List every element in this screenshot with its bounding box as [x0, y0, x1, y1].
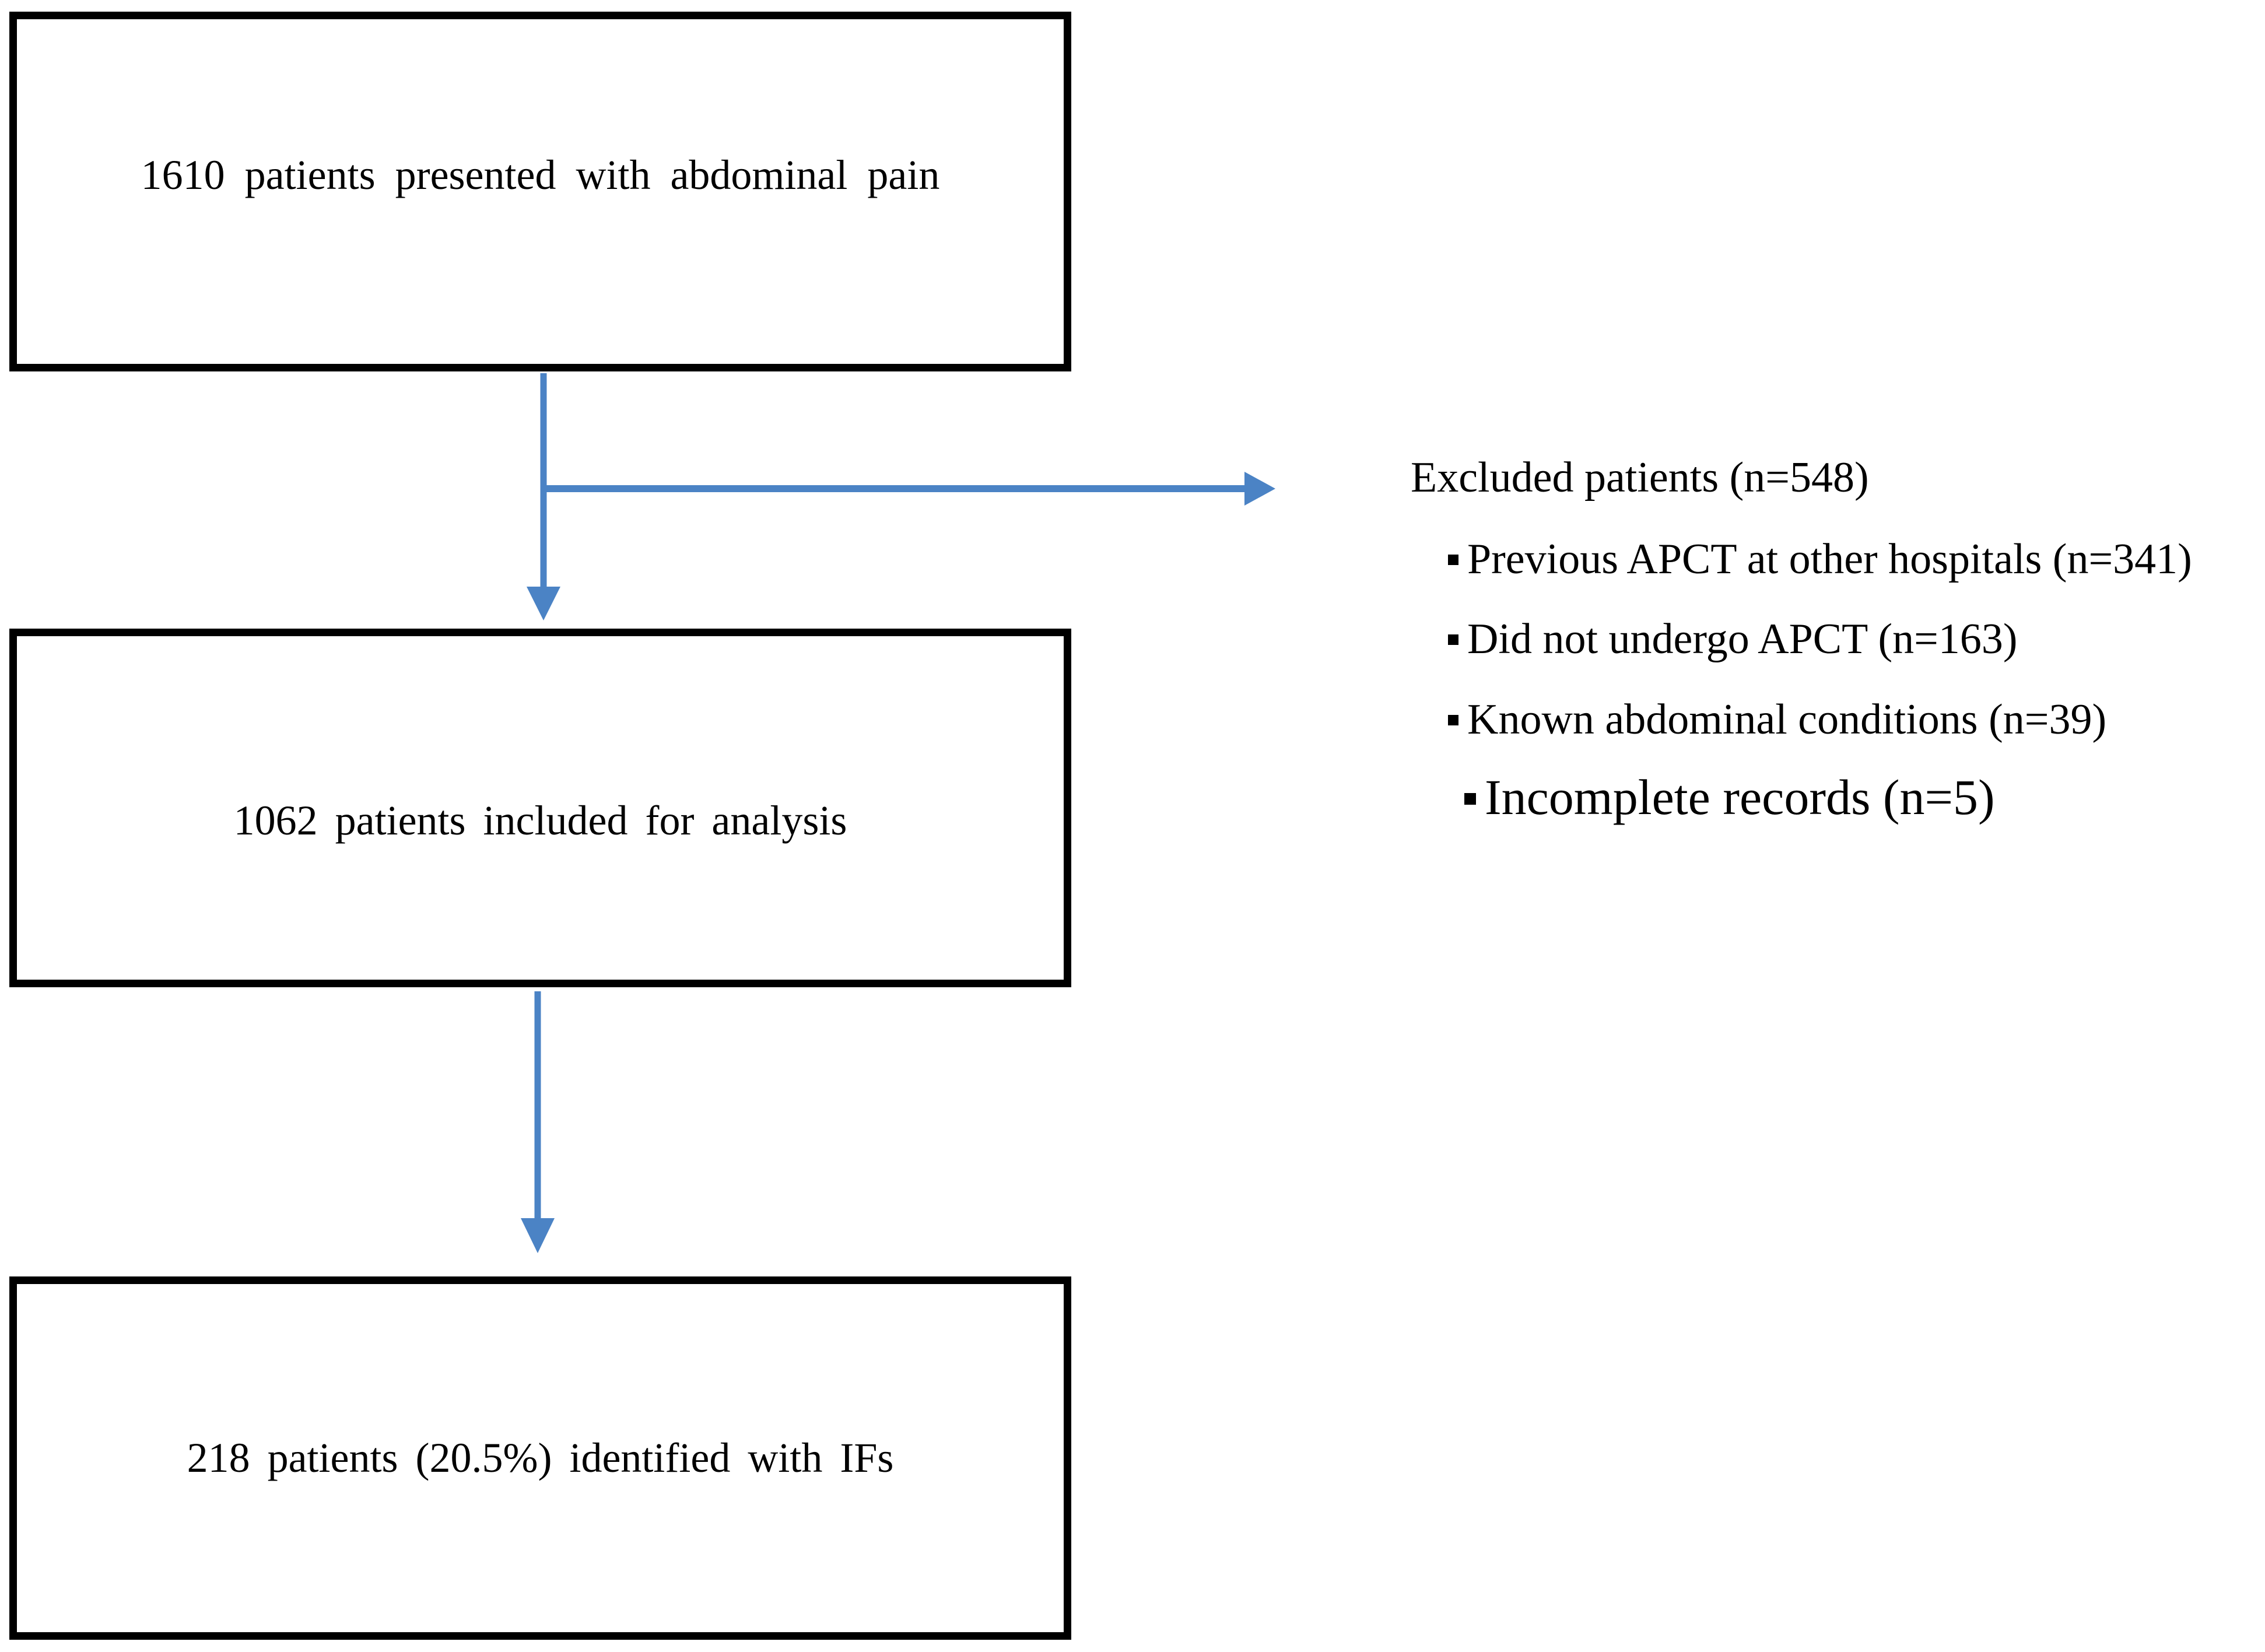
excluded-item: Known abdominal conditions (n=39) — [1411, 694, 2106, 746]
excluded-item: Previous APCT at other hospitals (n=341) — [1411, 534, 2192, 585]
box-identified: 218 patients (20.5%) identified with IFs — [9, 1276, 1071, 1640]
excluded-item-text: Previous APCT at other hospitals (n=341) — [1467, 535, 2192, 583]
excluded-item-text: Incomplete records (n=5) — [1485, 769, 1995, 825]
bullet-square-icon — [1448, 715, 1458, 726]
excluded-item-text: Known abdominal conditions (n=39) — [1467, 696, 2107, 743]
excluded-item: Did not undergo APCT (n=163) — [1411, 613, 2017, 665]
box-identified-text: 218 patients (20.5%) identified with IFs — [187, 1434, 894, 1482]
down-arrow-1 — [527, 373, 560, 620]
excluded-item-text: Did not undergo APCT (n=163) — [1467, 615, 2018, 663]
arrow-head-icon — [527, 587, 560, 620]
bullet-square-icon — [1448, 555, 1458, 566]
box-presented-text: 1610 patients presented with abdominal p… — [141, 152, 940, 199]
down-arrow-2 — [521, 991, 555, 1253]
arrow-head-icon — [521, 1218, 555, 1253]
branch-arrow-excluded — [546, 472, 1275, 506]
excluded-item: Incomplete records (n=5) — [1411, 767, 1995, 827]
bullet-square-icon — [1464, 793, 1476, 805]
excluded-header: Excluded patients (n=548) — [1411, 454, 1869, 501]
arrow-head-icon — [1244, 472, 1275, 506]
box-included-text: 1062 patients included for analysis — [233, 797, 847, 844]
bullet-square-icon — [1448, 634, 1458, 646]
box-presented: 1610 patients presented with abdominal p… — [9, 12, 1071, 371]
box-included: 1062 patients included for analysis — [9, 629, 1071, 987]
